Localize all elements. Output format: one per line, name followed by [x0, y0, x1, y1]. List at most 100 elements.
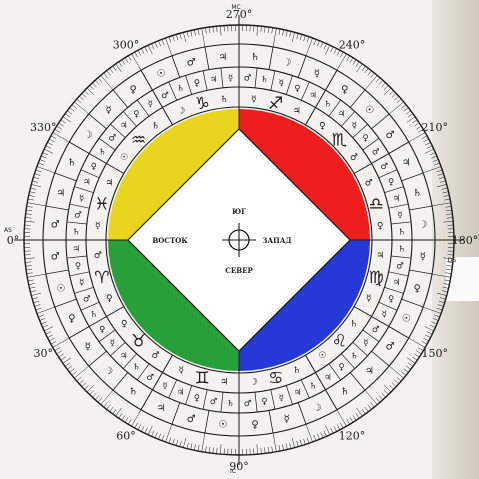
- decan-divider: [204, 410, 210, 434]
- degree-tick: [89, 85, 94, 90]
- label-ic: IC: [230, 468, 236, 475]
- decan-divider: [297, 55, 307, 78]
- degree-tick: [45, 145, 52, 149]
- degree-tick: [389, 90, 394, 95]
- decan-planet-icon: ♂: [187, 57, 196, 68]
- term-planet-icon: ♀: [294, 84, 300, 94]
- decan-planet-icon: ♃: [402, 158, 411, 169]
- degree-tick: [34, 173, 41, 176]
- term-divider: [388, 271, 409, 277]
- degree-tick: [144, 46, 148, 53]
- ruler-planet-icon: ♄: [220, 95, 228, 105]
- degree-tick: [124, 417, 129, 423]
- decan-planet-icon: ☿: [105, 105, 111, 116]
- degree-tick: [367, 70, 372, 76]
- degree-tick: [69, 368, 75, 373]
- degree-tick: [194, 29, 196, 36]
- degree-tick: [25, 265, 32, 267]
- degree-tick: [220, 444, 222, 455]
- term-planet-icon: ☿: [79, 278, 84, 288]
- degree-label: 240°: [339, 38, 366, 51]
- decan-planet-icon: ♀: [414, 283, 421, 294]
- degree-tick: [186, 31, 189, 38]
- degree-tick: [44, 326, 54, 332]
- degree-tick: [28, 283, 35, 285]
- degree-tick: [375, 397, 381, 403]
- degree-tick: [31, 184, 42, 188]
- decan-divider: [349, 89, 366, 108]
- degree-tick: [147, 425, 153, 435]
- sign-divider: [140, 354, 173, 410]
- degree-tick: [305, 37, 313, 56]
- decan-planet-icon: ♃: [56, 188, 65, 199]
- decan-planet-icon: ♂: [386, 130, 395, 141]
- degree-tick: [124, 57, 129, 63]
- degree-tick: [50, 341, 57, 345]
- degree-tick: [86, 87, 95, 96]
- degree-tick: [445, 209, 452, 212]
- degree-tick: [36, 166, 55, 174]
- degree-tick: [303, 438, 306, 445]
- degree-tick: [161, 435, 165, 441]
- degree-tick: [356, 407, 363, 417]
- degree-tick: [33, 176, 40, 180]
- ruler-planet-icon: ♃: [220, 377, 228, 387]
- degree-tick: [128, 55, 132, 61]
- ruler-planet-icon: ♀: [319, 121, 326, 131]
- term-divider: [202, 70, 208, 91]
- degree-tick: [36, 306, 55, 314]
- degree-tick: [168, 437, 172, 444]
- degree-tick: [168, 36, 172, 43]
- degree-tick: [25, 213, 32, 215]
- degree-tick: [220, 25, 222, 36]
- degree-tick: [285, 443, 288, 450]
- degree-tick: [25, 217, 32, 219]
- decan-planet-icon: ☉: [402, 314, 411, 325]
- zodiac-aries-icon: ♈: [94, 268, 109, 288]
- degree-tick: [431, 202, 451, 207]
- degree-tick: [381, 82, 386, 88]
- degree-tick: [64, 113, 71, 118]
- degree-tick: [141, 48, 145, 54]
- degree-tick: [115, 407, 122, 417]
- degree-tick: [271, 27, 273, 34]
- term-divider: [137, 363, 150, 381]
- degree-tick: [445, 268, 452, 271]
- degree-tick: [109, 68, 114, 74]
- degree-tick: [38, 314, 44, 318]
- degree-tick: [367, 404, 372, 410]
- degree-tick: [60, 356, 66, 361]
- term-divider: [362, 138, 380, 151]
- degree-tick: [154, 41, 158, 48]
- degree-tick: [39, 159, 46, 162]
- term-divider: [80, 301, 100, 311]
- degree-tick: [186, 442, 189, 449]
- degree-tick: [441, 187, 448, 190]
- degree-tick: [378, 395, 384, 400]
- degree-tick: [38, 162, 44, 166]
- term-divider: [388, 203, 409, 209]
- decan-planet-icon: ☿: [284, 414, 290, 425]
- degree-tick: [24, 221, 35, 223]
- degree-tick: [320, 432, 324, 439]
- degree-tick: [54, 347, 60, 351]
- degree-tick: [62, 116, 72, 123]
- degree-tick: [81, 93, 87, 98]
- decan-planet-icon: ☽: [282, 57, 291, 68]
- term-planet-icon: ♂: [244, 73, 252, 83]
- degree-tick: [408, 337, 426, 348]
- degree-tick: [388, 365, 404, 379]
- decan-planet-icon: ☉: [56, 283, 65, 294]
- ruler-planet-icon: ♀: [121, 320, 128, 330]
- degree-tick: [352, 415, 357, 421]
- decan-divider: [171, 55, 181, 78]
- degree-tick: [437, 173, 444, 176]
- degree-tick: [432, 159, 439, 162]
- degree-label: 330°: [30, 121, 57, 134]
- term-divider: [378, 169, 398, 179]
- degree-tick: [370, 402, 375, 408]
- decan-planet-icon: ☿: [314, 68, 320, 79]
- degree-tick: [197, 28, 200, 35]
- degree-tick: [352, 59, 357, 65]
- degree-tick: [349, 417, 354, 423]
